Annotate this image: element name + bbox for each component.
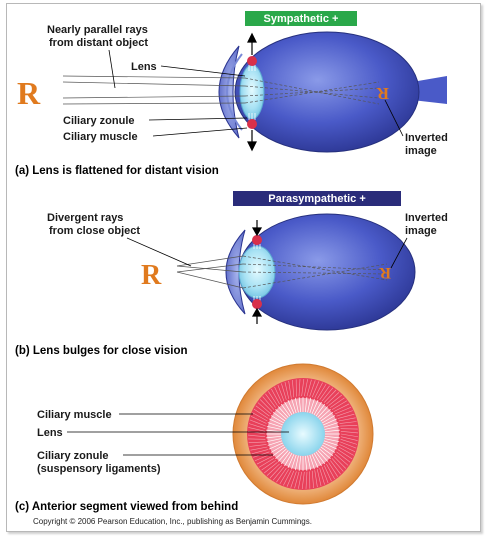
label-ciliary-zonule-c-line2: (suspensory ligaments)	[37, 463, 161, 475]
label-ciliary-muscle-a: Ciliary muscle	[63, 131, 138, 143]
panel-c: Ciliary muscle Lens Ciliary zonule (susp…	[15, 363, 374, 513]
label-inverted-image-b-line2: image	[405, 225, 437, 237]
parasympathetic-badge	[233, 191, 401, 206]
label-inverted-image-a-line1: Inverted	[405, 132, 448, 144]
inverted-image-letter-b: R	[379, 264, 391, 281]
object-letter-a: R	[17, 75, 41, 111]
label-parallel-rays-line2: from distant object	[49, 37, 148, 49]
label-divergent-rays-line2: from close object	[49, 225, 140, 237]
caption-a: (a) Lens is flattened for distant vision	[15, 165, 219, 177]
eye-accommodation-diagram: Sympathetic +	[15, 11, 448, 526]
label-ciliary-zonule-c-line1: Ciliary zonule	[37, 450, 109, 462]
panel-b: Parasympathetic +	[15, 191, 448, 357]
eye-b	[225, 213, 416, 331]
sympathetic-badge-text: Sympathetic +	[264, 13, 339, 25]
caption-b: (b) Lens bulges for close vision	[15, 345, 188, 357]
object-letter-b: R	[141, 260, 162, 291]
label-lens-a: Lens	[131, 61, 157, 73]
ciliary-muscle-top-a	[247, 56, 257, 66]
label-inverted-image-a-line2: image	[405, 145, 437, 157]
label-ciliary-zonule-a: Ciliary zonule	[63, 115, 135, 127]
label-ciliary-muscle-c: Ciliary muscle	[37, 409, 112, 421]
relaxation-arrows-b	[251, 220, 263, 324]
eyeball-a	[234, 31, 420, 153]
eye-a	[218, 31, 447, 153]
light-rays-b	[176, 255, 388, 289]
muscle-fibers-c	[247, 378, 359, 490]
label-divergent-rays-line1: Divergent rays	[47, 212, 123, 224]
lens-a	[239, 64, 265, 120]
panel-a: Sympathetic +	[15, 11, 448, 177]
tension-arrows-a	[247, 32, 257, 152]
inverted-image-letter-a: R	[376, 84, 389, 103]
copyright: Copyright © 2006 Pearson Education, Inc.…	[33, 517, 312, 526]
lens-c	[281, 412, 325, 456]
caption-c: (c) Anterior segment viewed from behind	[15, 501, 238, 513]
parasympathetic-badge-text: Parasympathetic +	[268, 193, 366, 205]
cornea-a	[218, 45, 240, 139]
ciliary-zonule-a	[248, 65, 256, 120]
label-lens-c: Lens	[37, 427, 63, 439]
sympathetic-badge	[245, 11, 357, 26]
light-rays-a	[62, 75, 380, 105]
ciliary-muscle-top-b	[252, 235, 262, 245]
figure-frame: Sympathetic +	[6, 3, 481, 532]
ciliary-muscle-bottom-a	[247, 119, 257, 129]
label-parallel-rays-line1: Nearly parallel rays	[47, 24, 148, 36]
label-inverted-image-b-line1: Inverted	[405, 212, 448, 224]
zonule-fibers-c	[266, 397, 340, 471]
optic-nerve-a	[412, 76, 447, 104]
ciliary-muscle-bottom-b	[252, 299, 262, 309]
